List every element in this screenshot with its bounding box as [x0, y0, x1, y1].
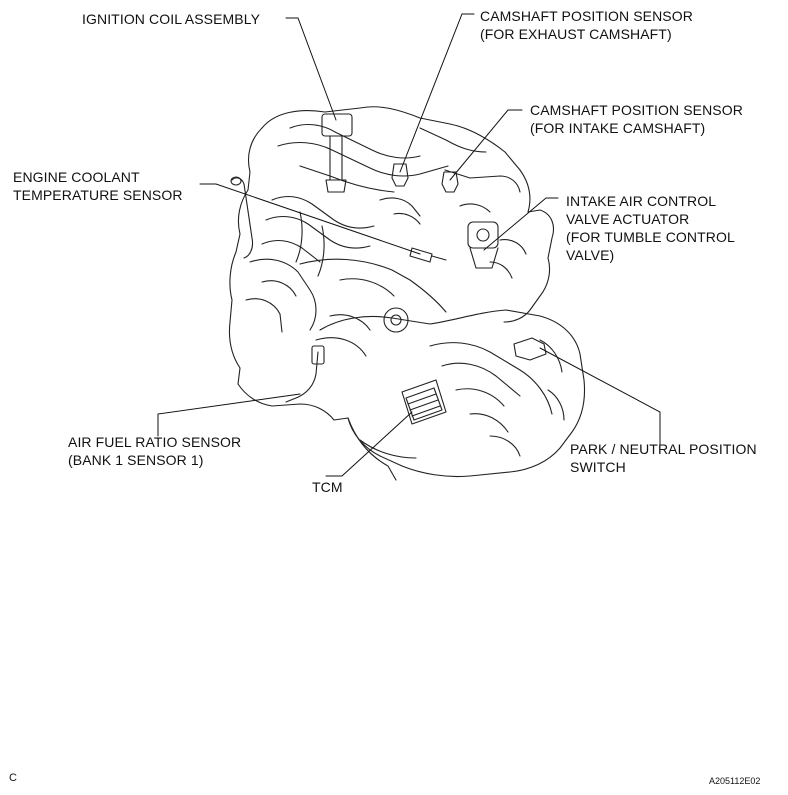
label-engine-coolant-temp-sensor: ENGINE COOLANT TEMPERATURE SENSOR — [13, 168, 183, 204]
af-sensor-wire — [285, 351, 319, 403]
label-tcm: TCM — [312, 478, 343, 496]
leader-park-neutral — [539, 347, 661, 445]
coolant-temp-sensor — [409, 247, 433, 263]
af-sensor-connector — [311, 345, 325, 365]
label-air-fuel-ratio-sensor: AIR FUEL RATIO SENSOR (BANK 1 SENSOR 1) — [68, 433, 241, 469]
engine-block-outline — [261, 106, 555, 323]
oil-dipstick-handle — [230, 176, 242, 186]
label-tcm-line-1: TCM — [312, 479, 343, 495]
label-intake-air-line-4: VALVE) — [566, 247, 615, 263]
leader-ignition-coil — [285, 17, 337, 121]
cam-sensor-intake — [441, 171, 459, 193]
label-intake-air-line-2: VALVE ACTUATOR — [566, 211, 690, 227]
label-coolant-line-1: ENGINE COOLANT — [13, 169, 140, 185]
label-af-line-2: (BANK 1 SENSOR 1) — [68, 452, 204, 468]
cam-sensor-exhaust — [391, 163, 409, 187]
label-pn-line-2: SWITCH — [570, 459, 626, 475]
leader-cam-exhaust — [399, 13, 475, 173]
leader-af-sensor — [157, 393, 301, 437]
ignition-coil — [321, 113, 353, 137]
label-cam-exhaust-line-1: CAMSHAFT POSITION SENSOR — [480, 8, 693, 24]
leader-cam-intake — [449, 109, 523, 181]
label-cam-intake-line-1: CAMSHAFT POSITION SENSOR — [530, 102, 743, 118]
intake-air-control-actuator — [467, 221, 499, 249]
label-pn-line-1: PARK / NEUTRAL POSITION — [570, 441, 757, 457]
tcm-module — [401, 379, 447, 425]
transaxle-housing — [319, 309, 586, 478]
corner-code: C — [9, 772, 17, 784]
leader-coolant-temp — [199, 183, 421, 255]
leader-intake-air-control — [483, 197, 559, 251]
label-ignition-coil-line-1: IGNITION COIL ASSEMBLY — [82, 11, 261, 27]
label-camshaft-sensor-exhaust: CAMSHAFT POSITION SENSOR (FOR EXHAUST CA… — [480, 7, 693, 43]
park-neutral-switch — [513, 337, 547, 361]
label-cam-exhaust-line-2: (FOR EXHAUST CAMSHAFT) — [480, 26, 672, 42]
figure-id: A205112E02 — [709, 776, 761, 786]
leader-tcm — [325, 411, 413, 477]
label-park-neutral-position-switch: PARK / NEUTRAL POSITION SWITCH — [570, 440, 757, 476]
label-af-line-1: AIR FUEL RATIO SENSOR — [68, 434, 242, 450]
label-intake-air-line-3: (FOR TUMBLE CONTROL — [566, 229, 735, 245]
label-ignition-coil-assembly: IGNITION COIL ASSEMBLY — [82, 10, 260, 28]
label-intake-air-line-1: INTAKE AIR CONTROL — [566, 193, 717, 209]
label-camshaft-sensor-intake: CAMSHAFT POSITION SENSOR (FOR INTAKE CAM… — [530, 101, 743, 137]
label-cam-intake-line-2: (FOR INTAKE CAMSHAFT) — [530, 120, 706, 136]
label-coolant-line-2: TEMPERATURE SENSOR — [13, 187, 183, 203]
label-intake-air-control-valve-actuator: INTAKE AIR CONTROL VALVE ACTUATOR (FOR T… — [566, 192, 735, 264]
